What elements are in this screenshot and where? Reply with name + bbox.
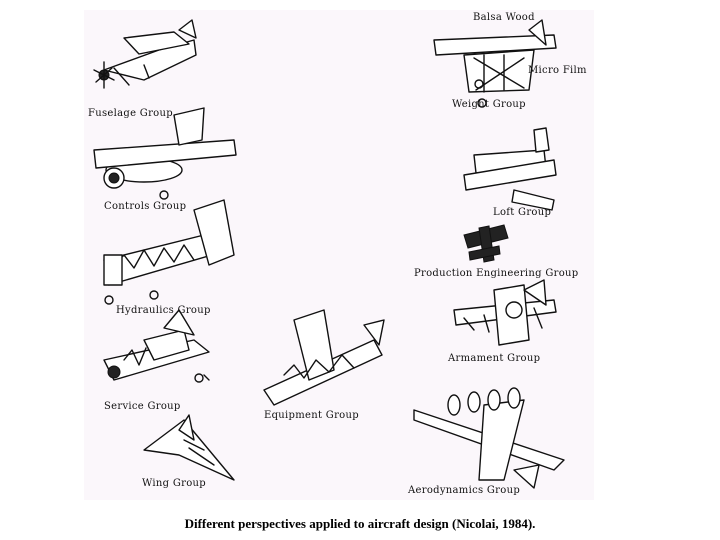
armament-group-label: Armament Group [448, 353, 541, 364]
loft-group-label: Loft Group [493, 207, 552, 218]
figure-caption: Different perspectives applied to aircra… [184, 516, 536, 531]
wing-group-label: Wing Group [142, 478, 206, 489]
weight-group-label: Weight Group [452, 99, 526, 110]
controls-group-label: Controls Group [104, 201, 187, 212]
wing-group-aircraft [143, 414, 235, 481]
aircraft-illustrations [93, 19, 565, 489]
equipment-group-label: Equipment Group [264, 410, 359, 421]
armament-group-aircraft [453, 279, 557, 346]
equipment-group-aircraft [263, 309, 385, 406]
service-group-aircraft [103, 309, 210, 383]
balsa-wood-annotation: Balsa Wood [473, 12, 535, 23]
controls-group-aircraft [93, 107, 237, 200]
production-engineering-group-label: Production Engineering Group [414, 268, 579, 279]
service-group-label: Service Group [104, 401, 181, 412]
micro-film-annotation: Micro Film [528, 65, 587, 76]
hydraulics-group-label: Hydraulics Group [116, 305, 211, 316]
aerodynamics-group-label: Aerodynamics Group [408, 485, 521, 496]
aerodynamics-group-aircraft [413, 387, 565, 489]
weight-group-aircraft [433, 19, 557, 108]
production-group-aircraft [463, 224, 509, 263]
fuselage-group-aircraft [93, 19, 197, 89]
loft-group-aircraft [463, 127, 557, 211]
hydraulics-group-aircraft [103, 199, 235, 305]
fuselage-group-label: Fuselage Group [88, 108, 173, 119]
